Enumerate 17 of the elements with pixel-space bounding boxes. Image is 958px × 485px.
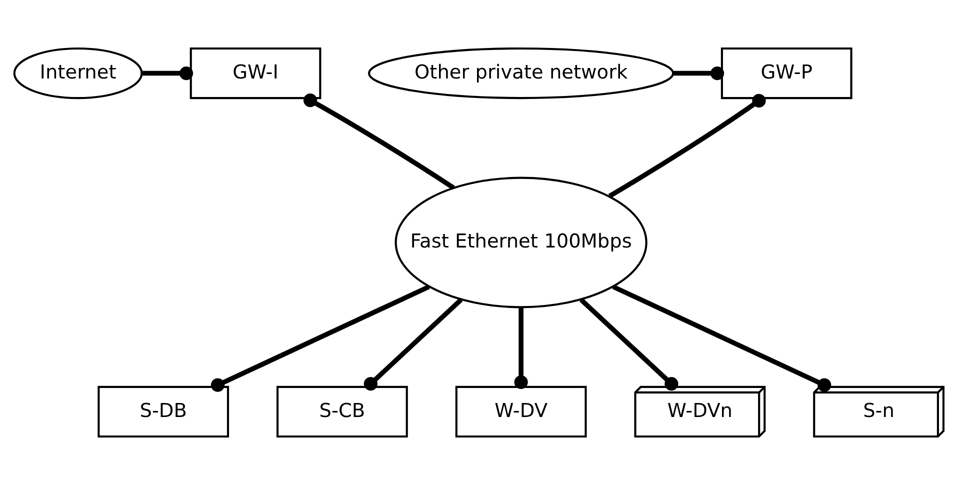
- node-box: GW-P: [720, 47, 852, 100]
- connector: [514, 307, 528, 389]
- connector: [210, 284, 430, 392]
- connector: [674, 66, 724, 80]
- node-box: S-CB: [276, 386, 408, 438]
- node-ellipse: Other private network: [368, 47, 674, 100]
- connector: [579, 298, 678, 391]
- node-box: S-DB: [98, 386, 230, 438]
- node-box: GW-I: [190, 47, 322, 100]
- connector: [364, 298, 463, 391]
- connector: [303, 93, 455, 190]
- connector: [608, 94, 766, 198]
- connector: [612, 284, 832, 392]
- node-ellipse: Fast Ethernet 100Mbps: [394, 176, 648, 308]
- node-box: W-DV: [455, 386, 587, 438]
- connector: [142, 66, 194, 80]
- node-ellipse: Internet: [13, 47, 143, 100]
